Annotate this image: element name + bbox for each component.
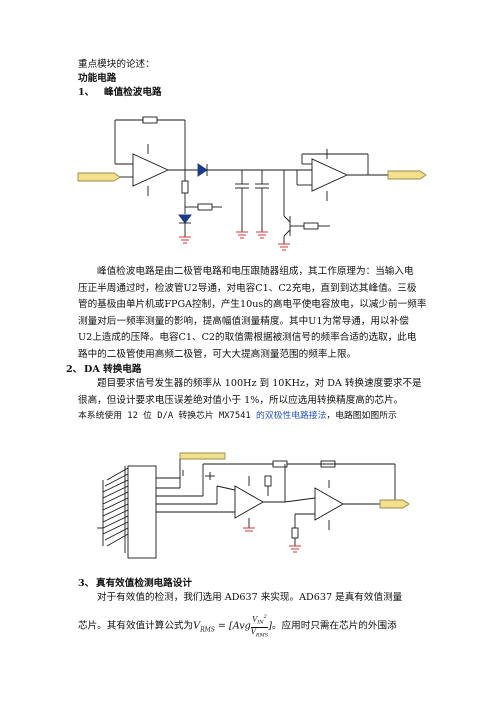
s1-line: U2上造成的压降。电容C1、C2的取值需根据被测信号的频率合适的选取，此电 xyxy=(78,332,417,343)
formula-close: ] xyxy=(268,620,272,632)
s1-title: 峰值检波电路 xyxy=(104,87,162,98)
formula-num-sup: 2 xyxy=(263,614,267,620)
formula-lhs: V xyxy=(193,620,201,632)
section-title: 功能电路 xyxy=(78,73,117,84)
s2-title: DA 转换电路 xyxy=(84,364,142,375)
s1-line: 峰值检波电路是由二极管电路和电压跟随器组成，其工作原理为：当输入电 xyxy=(97,266,414,277)
s1-paragraph: 峰值检波电路是由二极管电路和电压跟随器组成，其工作原理为：当输入电 压正半周通过… xyxy=(78,264,438,363)
s1-line: 测量对后一频率测量的影响，提高幅值测量精度。其中U1为常导通，用以补偿 xyxy=(78,315,409,327)
s3-line-1: 对于有效值的检测，我们选用 AD637 来实现。AD637 是真有效值测量 xyxy=(97,592,403,603)
formula-eq: = [Avg xyxy=(214,620,251,632)
formula-num-sub: IN xyxy=(257,619,264,626)
s2-link[interactable]: 的双极性电路接法 xyxy=(256,411,327,421)
output-terminal xyxy=(387,170,427,180)
s2-last-after: ，电路图如图所示 xyxy=(326,411,397,421)
s2-paragraph: 题目要求信号发生器的频率从 100Hz 到 10KHz，对 DA 转换速度要求不… xyxy=(78,376,438,409)
s2-last-before: 本系统使用 12 位 D/A 转换芯片 MX7541 xyxy=(78,411,257,421)
s3-title: 真有效值检测电路设计 xyxy=(96,578,192,589)
intro-text: 重点模块的论述： xyxy=(78,59,155,70)
analog-output-terminal xyxy=(379,499,410,509)
s3-line-2b: 。应用时只需在芯片的外围添 xyxy=(271,620,397,632)
formula-num: V xyxy=(252,615,258,624)
s1-number: 1、 xyxy=(78,87,95,98)
formula-lhs-sub: RMS xyxy=(200,626,215,634)
s1-line: 压正半周通过时，检波管U2导通，对电容C1、C2充电，直到到达其峰值。三极 xyxy=(78,282,417,294)
input-terminal xyxy=(77,172,121,182)
peak-detector-schematic xyxy=(77,116,427,251)
formula-den: V xyxy=(250,627,256,636)
s2-number: 2、 xyxy=(66,364,83,375)
s3-number: 3、 xyxy=(78,578,95,589)
s2-last-line: 本系统使用 12 位 D/A 转换芯片 MX7541 的双极性电路接法，电路图如… xyxy=(78,409,397,423)
ref-terminal xyxy=(179,452,226,460)
s1-line: 路中的二极管使用高频二极管，可大大提高测量范围的频率上限。 xyxy=(78,348,357,360)
formula-den-sub: RMS xyxy=(255,632,269,639)
s2-line: 很高，但设计要求电压误差绝对值小于 1%，所以应选用转换精度高的芯片。 xyxy=(78,394,404,406)
s2-line: 题目要求信号发生器的频率从 100Hz 到 10KHz，对 DA 转换速度要求不… xyxy=(97,378,422,389)
s1-line: 管的基极由单片机或FPGA控制，产生10us的高电平使电容放电，以减少前一频率 xyxy=(78,299,427,310)
s3-line-2a: 芯片。其有效值计算公式为 xyxy=(78,620,194,632)
da-converter-schematic xyxy=(97,452,410,559)
dac-chip xyxy=(127,465,157,559)
